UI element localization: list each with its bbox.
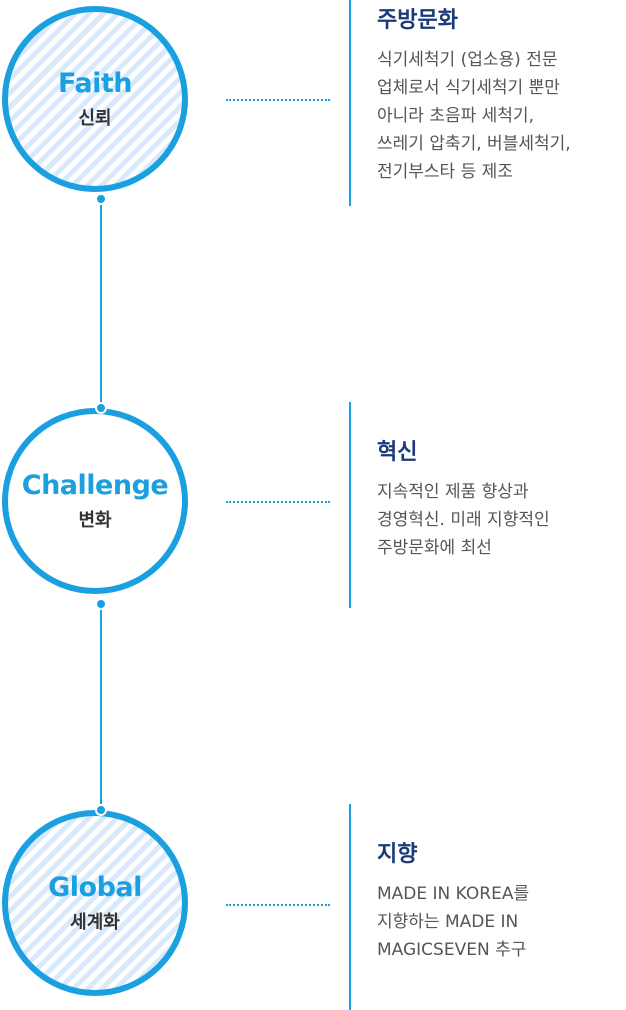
description-line: 전기부스타 등 제조 [377,162,513,183]
description-line: 지향하는 MADE IN [377,912,519,933]
circle-subtitle: 신뢰 [78,107,112,129]
description-line: MADE IN KOREA를 [377,884,530,905]
circle-title: Faith [58,68,132,100]
divider-line [349,402,351,608]
section-heading: 혁신 [377,440,418,465]
circle-subtitle: 변화 [78,509,112,531]
section-heading: 주방문화 [377,8,458,33]
challenge-circle: Challenge 변화 [2,408,188,594]
dotted-connector [226,501,330,503]
global-circle: Global 세계화 [2,810,188,996]
dotted-connector [226,99,330,101]
section-heading: 지향 [377,842,418,867]
timeline-dot [95,598,107,610]
timeline-dot [95,402,107,414]
description-line: 주방문화에 최선 [377,538,492,559]
description-line: 식기세척기 (업소용) 전문 [377,50,558,71]
dotted-connector [226,904,330,906]
faith-description: 주방문화 식기세척기 (업소용) 전문 업체로서 식기세척기 뿐만 아니라 초음… [377,8,626,186]
timeline-connector [100,604,102,810]
circle-title: Global [48,872,142,904]
description-line: 경영혁신. 미래 지향적인 [377,510,550,531]
global-description: 지향 MADE IN KOREA를 지향하는 MADE IN MAGICSEVE… [377,842,626,964]
description-line: 업체로서 식기세척기 뿐만 [377,78,560,99]
description-line: 지속적인 제품 향상과 [377,482,529,503]
description-line: 쓰레기 압축기, 버블세척기, [377,134,571,155]
circle-title: Challenge [21,470,169,502]
challenge-description: 혁신 지속적인 제품 향상과 경영혁신. 미래 지향적인 주방문화에 최선 [377,440,626,562]
timeline-dot [95,804,107,816]
timeline-dot [95,193,107,205]
circle-subtitle: 세계화 [70,911,120,933]
timeline-connector [100,199,102,408]
description-line: 아니라 초음파 세척기, [377,106,534,127]
faith-circle: Faith 신뢰 [2,6,188,192]
description-line: MAGICSEVEN 추구 [377,940,527,961]
divider-line [349,0,351,206]
divider-line [349,804,351,1010]
